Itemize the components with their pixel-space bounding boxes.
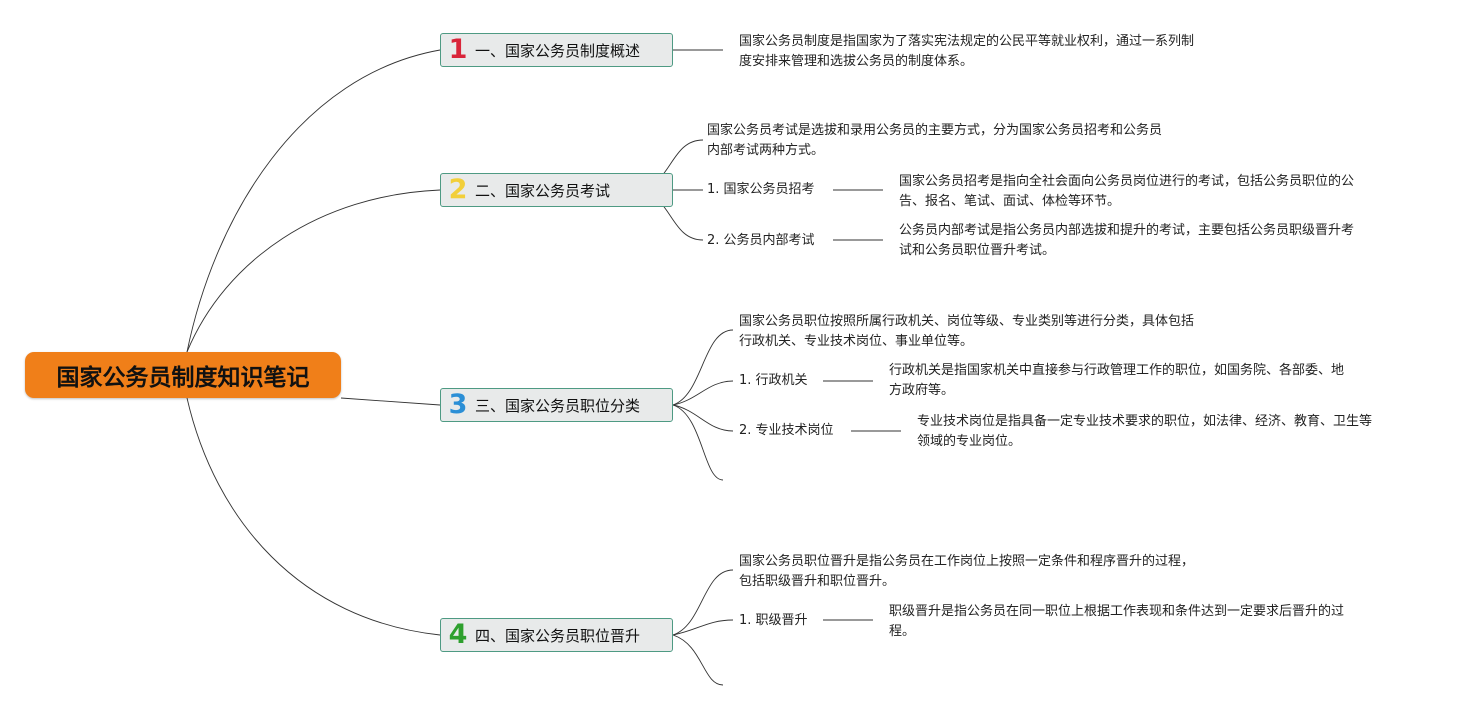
- desc-line: 国家公务员考试是选拔和录用公务员的主要方式，分为国家公务员招考和公务员: [707, 123, 1163, 138]
- topic-3-label: 三、国家公务员职位分类: [475, 396, 641, 415]
- topic-2-description: 国家公务员考试是选拔和录用公务员的主要方式，分为国家公务员招考和公务员 内部考试…: [707, 121, 1162, 161]
- topic-4-to-empty: [672, 634, 724, 686]
- topic-4-label: 四、国家公务员职位晋升: [475, 626, 641, 645]
- topic-3-sub-1-label[interactable]: 1. 行政机关: [739, 373, 808, 388]
- number-4-icon: 4: [448, 619, 468, 650]
- desc-line: 国家公务员职位按照所属行政机关、岗位等级、专业类别等进行分类，具体包括: [739, 314, 1195, 329]
- root-node[interactable]: 国家公务员制度知识笔记: [25, 352, 341, 398]
- number-3-icon: 3: [448, 389, 468, 420]
- desc-line: 内部考试两种方式。: [707, 143, 825, 158]
- desc-line: 国家公务员职位晋升是指公务员在工作岗位上按照一定条件和程序晋升的过程，: [739, 554, 1195, 569]
- topic-3-description: 国家公务员职位按照所属行政机关、岗位等级、专业类别等进行分类，具体包括 行政机关…: [739, 312, 1194, 352]
- root-to-topic-4: [186, 397, 441, 636]
- topic-2-sub-1-description: 国家公务员招考是指向全社会面向公务员岗位进行的考试，包括公务员职位的公 告、报名…: [899, 172, 1354, 212]
- topic-1-description: 国家公务员制度是指国家为了落实宪法规定的公民平等就业权利，通过一系列制 度安排来…: [739, 32, 1194, 72]
- topic-2-sub-1-label[interactable]: 1. 国家公务员招考: [707, 182, 815, 197]
- root-to-topic-2: [186, 189, 441, 353]
- topic-3-sub-1-description: 行政机关是指国家机关中直接参与行政管理工作的职位，如国务院、各部委、地 方政府等…: [889, 361, 1344, 401]
- topic-3-to-empty: [672, 404, 724, 481]
- topic-1-label: 一、国家公务员制度概述: [475, 41, 641, 60]
- desc-line: 公务员内部考试是指公务员内部选拔和提升的考试，主要包括公务员职级晋升考: [899, 223, 1355, 238]
- desc-line: 国家公务员制度是指国家为了落实宪法规定的公民平等就业权利，通过一系列制: [739, 34, 1195, 49]
- desc-line: 程。: [889, 624, 916, 639]
- topic-3-to-sub-2: [672, 404, 734, 432]
- root-to-topic-1: [186, 49, 441, 353]
- desc-line: 职级晋升是指公务员在同一职位上根据工作表现和条件达到一定要求后晋升的过: [889, 604, 1345, 619]
- desc-line: 试和公务员职位晋升考试。: [899, 243, 1056, 258]
- desc-line: 度安排来管理和选拔公务员的制度体系。: [739, 54, 974, 69]
- number-1-icon: 1: [448, 34, 468, 65]
- topic-4-node[interactable]: 4 四、国家公务员职位晋升: [440, 618, 673, 652]
- desc-line: 方政府等。: [889, 383, 955, 398]
- desc-line: 国家公务员招考是指向全社会面向公务员岗位进行的考试，包括公务员职位的公: [899, 174, 1355, 189]
- topic-4-description: 国家公务员职位晋升是指公务员在工作岗位上按照一定条件和程序晋升的过程， 包括职级…: [739, 552, 1194, 592]
- topic-2-node[interactable]: 2 二、国家公务员考试: [440, 173, 673, 207]
- topic-2-sub-2-label[interactable]: 2. 公务员内部考试: [707, 233, 815, 248]
- topic-4-sub-1-label[interactable]: 1. 职级晋升: [739, 613, 808, 628]
- desc-line: 包括职级晋升和职位晋升。: [739, 574, 896, 589]
- topic-2-label: 二、国家公务员考试: [475, 181, 611, 200]
- topic-4-to-sub-1: [672, 619, 734, 636]
- topic-3-sub-2-label[interactable]: 2. 专业技术岗位: [739, 423, 834, 438]
- desc-line: 行政机关、专业技术岗位、事业单位等。: [739, 334, 974, 349]
- topic-3-to-sub-1: [672, 380, 734, 406]
- topic-3-node[interactable]: 3 三、国家公务员职位分类: [440, 388, 673, 422]
- number-2-icon: 2: [448, 174, 468, 205]
- topic-4-sub-1-description: 职级晋升是指公务员在同一职位上根据工作表现和条件达到一定要求后晋升的过 程。: [889, 602, 1344, 642]
- topic-3-sub-2-description: 专业技术岗位是指具备一定专业技术要求的职位，如法律、经济、教育、卫生等 领域的专…: [917, 412, 1372, 452]
- topic-3-to-desc: [672, 329, 734, 406]
- root-to-topic-3: [340, 397, 441, 406]
- topic-2-sub-2-description: 公务员内部考试是指公务员内部选拔和提升的考试，主要包括公务员职级晋升考 试和公务…: [899, 221, 1354, 261]
- topic-4-to-desc: [672, 569, 734, 636]
- desc-line: 专业技术岗位是指具备一定专业技术要求的职位，如法律、经济、教育、卫生等: [917, 414, 1373, 429]
- desc-line: 领域的专业岗位。: [917, 434, 1022, 449]
- desc-line: 告、报名、笔试、面试、体检等环节。: [899, 194, 1121, 209]
- topic-1-node[interactable]: 1 一、国家公务员制度概述: [440, 33, 673, 67]
- desc-line: 行政机关是指国家机关中直接参与行政管理工作的职位，如国务院、各部委、地: [889, 363, 1345, 378]
